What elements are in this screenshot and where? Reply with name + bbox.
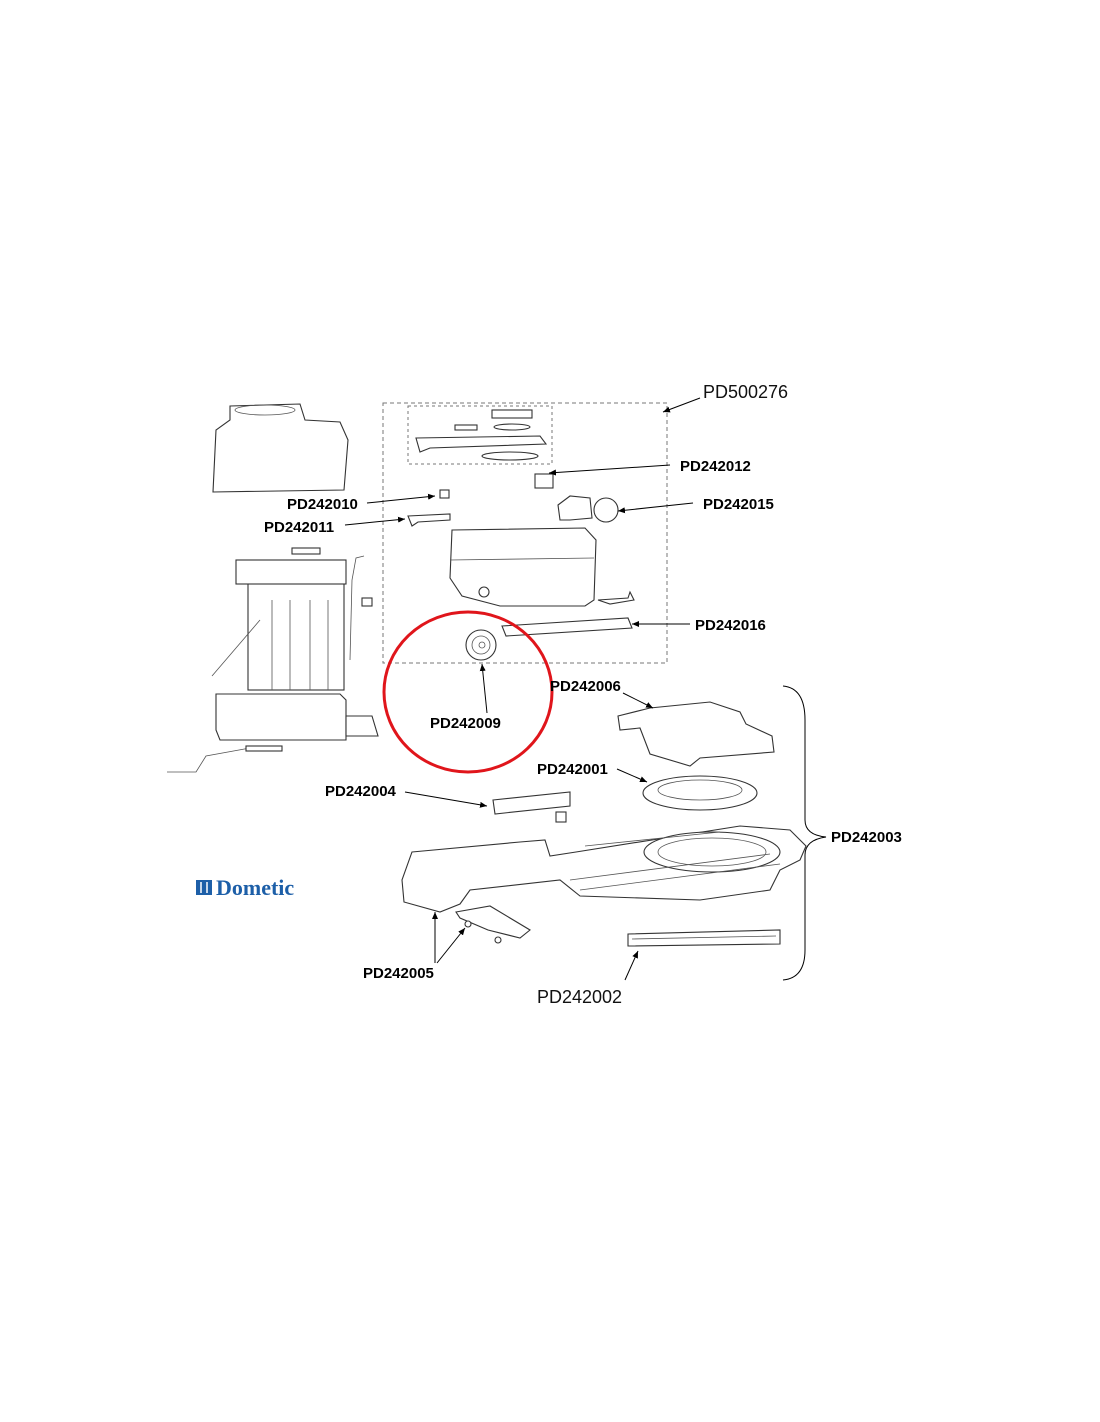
leader-line <box>624 950 639 981</box>
sub-kit-box <box>407 405 553 465</box>
label-pd242016: PD242016 <box>695 617 766 634</box>
label-pd242012: PD242012 <box>680 458 751 475</box>
top-cover-part <box>212 403 349 493</box>
base-frame-part <box>401 825 807 913</box>
part-pd242005 <box>455 905 531 944</box>
leader-line <box>404 791 488 808</box>
part-pd242010 <box>439 489 450 499</box>
leader-line <box>622 692 654 709</box>
part-pd242006 <box>617 701 775 767</box>
label-pd242002: PD242002 <box>537 987 622 1007</box>
pump-motor-part <box>211 547 373 691</box>
label-pd242001: PD242001 <box>537 761 608 778</box>
sub-kit-parts <box>415 409 548 461</box>
leader-line <box>616 768 648 783</box>
dometic-logo: Dometic <box>196 875 294 900</box>
label-pd242011: PD242011 <box>264 519 334 536</box>
label-pd242003: PD242003 <box>831 829 902 846</box>
label-pd500276: PD500276 <box>703 382 788 402</box>
leader-line <box>436 927 466 964</box>
part-pd242004 <box>492 791 571 823</box>
part-pd242002 <box>627 929 781 947</box>
label-pd242005: PD242005 <box>363 965 434 982</box>
highlight-circle <box>382 610 554 774</box>
part-pd242015 <box>557 495 619 523</box>
part-pd242009 <box>465 629 497 661</box>
leader-line <box>344 516 406 526</box>
part-pd242012 <box>534 473 554 489</box>
leader-line <box>548 464 671 476</box>
base-tray-part <box>167 693 379 773</box>
leader-line <box>479 663 488 714</box>
label-pd242009: PD242009 <box>430 715 501 732</box>
label-pd242004: PD242004 <box>325 783 397 800</box>
kit-boundary-box <box>382 402 668 664</box>
leader-line <box>662 397 701 413</box>
brand-name: Dometic <box>216 875 294 900</box>
part-pd242016 <box>501 617 633 637</box>
group-brace <box>782 685 827 981</box>
tank-part <box>449 527 597 607</box>
part-pd242011 <box>407 513 451 527</box>
label-pd242006: PD242006 <box>550 678 621 695</box>
leader-line <box>366 493 436 504</box>
part-pd242001 <box>642 775 758 811</box>
label-pd242010: PD242010 <box>287 496 358 513</box>
leader-line <box>617 502 694 514</box>
bracket-part <box>597 590 635 605</box>
label-pd242015: PD242015 <box>703 496 774 513</box>
